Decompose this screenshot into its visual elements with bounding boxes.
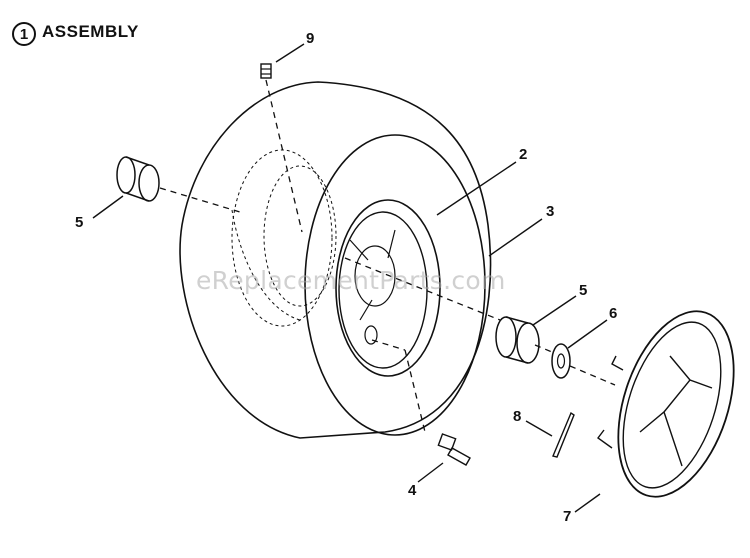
alignment-lines (159, 79, 616, 433)
washer (551, 343, 571, 379)
callout-2: 2 (519, 146, 528, 163)
wheel-rim (335, 199, 441, 377)
callout-5-left: 5 (75, 214, 84, 231)
callout-9: 9 (306, 30, 315, 47)
callout-6: 6 (609, 305, 618, 322)
callout-5-right: 5 (579, 282, 588, 299)
section-number: 1 (19, 25, 29, 43)
section-number-badge: 1 (12, 22, 36, 46)
callout-7: 7 (563, 508, 572, 525)
leader-lines (92, 43, 608, 513)
valve-cap (260, 63, 272, 79)
bushing-right (495, 316, 540, 364)
watermark: eReplacementParts.com (196, 266, 506, 295)
valve-stem (437, 433, 471, 466)
hub-cap (597, 310, 735, 498)
callout-8: 8 (513, 408, 522, 425)
page-title: ASSEMBLY (42, 22, 139, 41)
callout-4: 4 (408, 482, 417, 499)
bushing-left (116, 156, 160, 202)
callout-3: 3 (546, 203, 555, 220)
tire (179, 81, 492, 439)
cotter-pin (552, 411, 575, 458)
